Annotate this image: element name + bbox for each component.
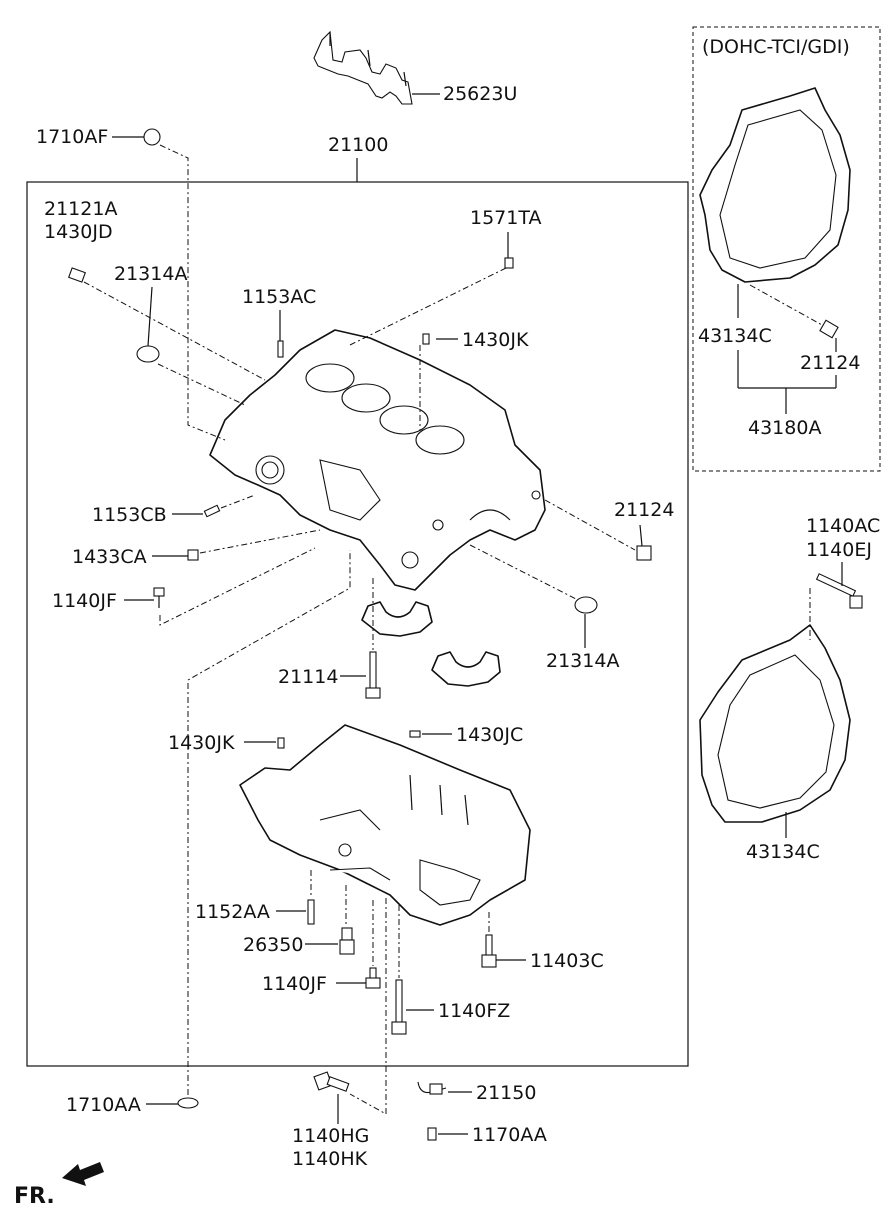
label-1140JF-top: 1140JF [52, 590, 117, 612]
label-1153CB: 1153CB [92, 504, 167, 526]
dohc-option-box [692, 26, 881, 472]
label-1140EJ: 1140EJ [806, 539, 872, 561]
label-1140JF-bottom: 1140JF [262, 973, 327, 995]
bolt-1140HG [313, 1071, 350, 1092]
label-1152AA: 1152AA [195, 901, 270, 923]
label-1140HK: 1140HK [292, 1148, 368, 1170]
plug-1153CB [203, 504, 221, 518]
label-43134C-bottom: 43134C [746, 841, 820, 863]
label-25623U: 25623U [443, 83, 517, 105]
bolt-11403C [481, 934, 497, 968]
label-1710AF: 1710AF [36, 126, 108, 148]
label-1430JC: 1430JC [456, 724, 523, 746]
dowel-21124-mid [636, 545, 652, 561]
stud-1153AC [277, 340, 284, 358]
label-21314A-top: 21314A [114, 263, 187, 285]
cap-1433CA [187, 549, 199, 561]
label-1170AA: 1170AA [472, 1124, 547, 1146]
dowel-1571TA [504, 257, 514, 269]
pin-1430JK-top [422, 333, 430, 345]
label-43180A: 43180A [748, 417, 821, 439]
bolt-1170AA [427, 1127, 437, 1141]
label-1710AA: 1710AA [66, 1094, 141, 1116]
bolt-1140JF-top [153, 587, 165, 608]
bolt-21114 [365, 651, 381, 699]
plug-21314A-bottom [574, 596, 598, 614]
cylinder-block-part [209, 329, 546, 591]
label-21124-box: 21124 [800, 352, 860, 374]
pin-1430JC [409, 730, 421, 738]
label-front-direction: FR. [14, 1184, 55, 1209]
o-ring-1710AA [177, 1097, 199, 1109]
main-bearing-cap-part [361, 601, 501, 687]
rear-plate-gasket-box [699, 87, 851, 283]
label-1140AC: 1140AC [806, 515, 880, 537]
label-11403C: 11403C [530, 950, 604, 972]
alignment-lines [83, 144, 823, 1115]
label-43134C-box: 43134C [698, 325, 772, 347]
label-1430JD: 1430JD [44, 221, 113, 243]
label-dohc-variant: (DOHC-TCI/GDI) [702, 36, 850, 58]
o-ring-1710AF [143, 128, 161, 146]
front-arrow-icon [62, 1162, 104, 1186]
leader-lines [112, 93, 843, 1135]
bolt-1140JF-bottom [365, 967, 381, 989]
wiring-bracket-part [313, 30, 413, 105]
sensor-21150 [417, 1081, 447, 1095]
label-21100: 21100 [328, 134, 388, 156]
pin-1430JK-bottom [277, 737, 285, 749]
label-1430JK-top: 1430JK [462, 329, 529, 351]
dowel-21124-box [819, 319, 839, 339]
label-1153AC: 1153AC [242, 286, 316, 308]
plug-21314A-top [136, 345, 160, 363]
rear-plate-gasket-bottom [699, 624, 851, 823]
sensor-26350 [339, 927, 355, 955]
label-1430JK-bottom: 1430JK [168, 732, 235, 754]
label-1140HG: 1140HG [292, 1125, 369, 1147]
label-21124-mid: 21124 [614, 499, 674, 521]
label-1140FZ: 1140FZ [438, 1000, 510, 1022]
label-1433CA: 1433CA [72, 546, 147, 568]
bolt-1140FZ [391, 979, 407, 1035]
label-1571TA: 1571TA [470, 207, 541, 229]
label-21314A-bottom: 21314A [546, 650, 619, 672]
dowel-pin-21121A [68, 267, 86, 283]
stud-1152AA [307, 899, 315, 925]
lower-crankcase-part [239, 724, 531, 926]
bolt-1140AC [815, 573, 863, 609]
label-21114: 21114 [278, 666, 338, 688]
main-assembly-frame [26, 181, 689, 1067]
label-21121A: 21121A [44, 198, 117, 220]
label-26350: 26350 [243, 934, 303, 956]
label-21150: 21150 [476, 1082, 536, 1104]
